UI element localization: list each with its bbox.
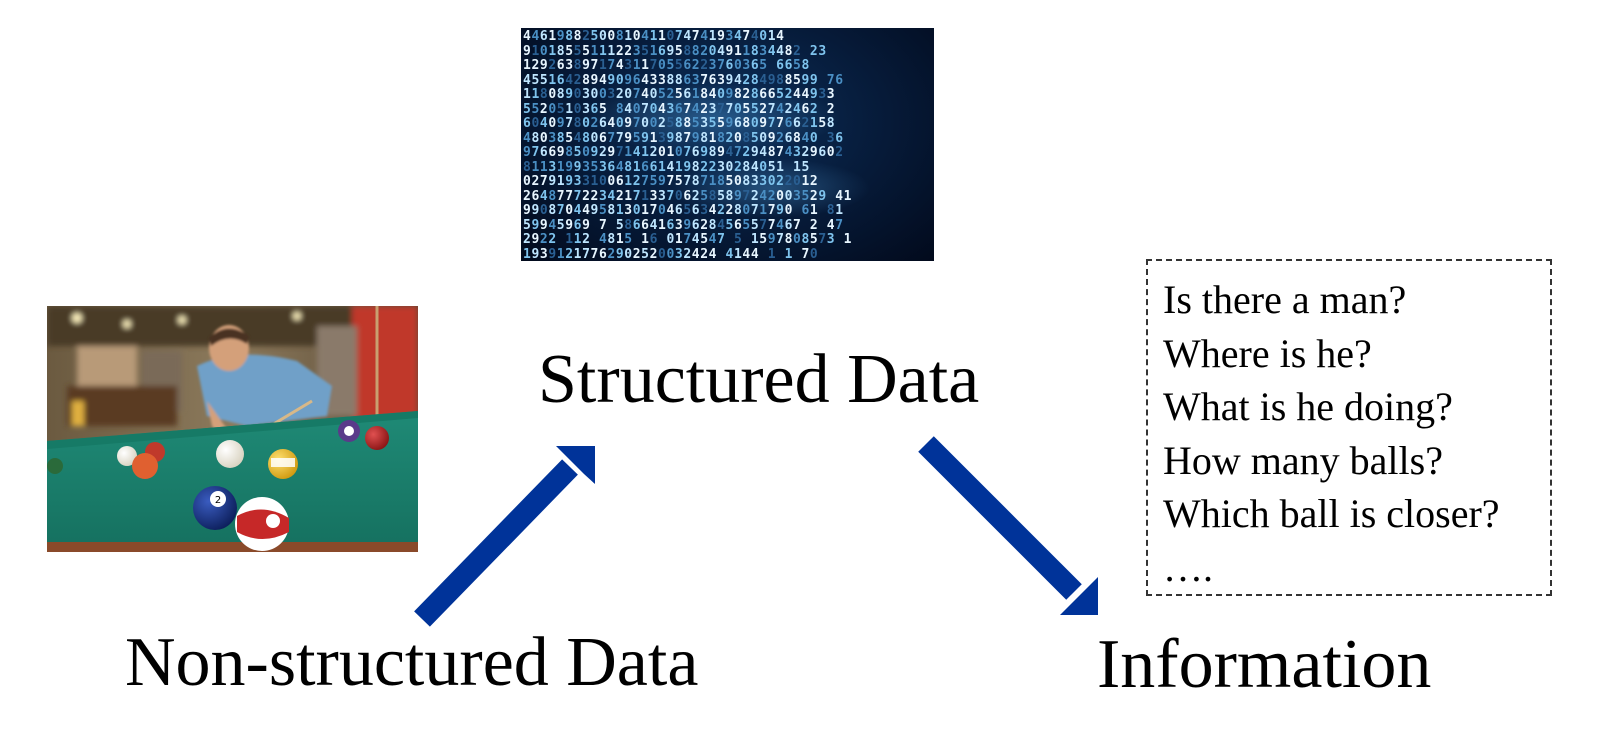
matrix-row: 2922 112 4815 16 0174547 5 1597808573 1 bbox=[523, 232, 853, 247]
matrix-row: 4461988250081041107474193474014 bbox=[523, 29, 785, 44]
nonstructured-data-label: Non-structured Data bbox=[125, 624, 699, 701]
arrow-down-right-icon bbox=[918, 436, 1098, 615]
question-item: Where is he? bbox=[1163, 330, 1372, 376]
matrix-row: 5520510365 840704367423770552742462 2 bbox=[523, 101, 836, 117]
arrow-up-right-icon bbox=[414, 446, 595, 627]
matrix-row: 97669850929714120107698947294874329602 bbox=[523, 145, 844, 160]
pool-player-photo: 2 bbox=[47, 306, 418, 552]
question-item: What is he doing? bbox=[1163, 384, 1453, 429]
matrix-row: 45516428949096433886376394284988599 76 bbox=[523, 72, 844, 88]
matrix-row: 99087044958130170465634228071790 61 81 bbox=[523, 203, 844, 218]
matrix-row: 1180890300320740525618409828665244933 bbox=[523, 87, 836, 102]
questions-box: Is there a man? Where is he? What is he … bbox=[1146, 259, 1552, 596]
matrix-row: 910185551112235169588204911834482 23 bbox=[523, 43, 827, 59]
svg-text:2: 2 bbox=[215, 495, 221, 506]
structured-data-label: Structured Data bbox=[538, 341, 980, 418]
matrix-row: 48038548067795913987981820850926840 36 bbox=[523, 130, 844, 146]
matrix-row: 19391217762902520032424 4144 1 1 70 bbox=[523, 246, 819, 262]
question-item: Which ball is closer? bbox=[1163, 491, 1500, 536]
matrix-row: 12926389717431170556223760365 6658 bbox=[523, 58, 810, 73]
matrix-row: 6040978026409700258853559680977662158 bbox=[523, 116, 836, 131]
matrix-row: 59945969 7 5866416396284565577467 2 47 bbox=[523, 217, 844, 233]
matrix-row: 8113199353648166141982230284051 15 bbox=[523, 159, 810, 175]
matrix-row: 02791933100612759757871850833022012 bbox=[523, 174, 819, 189]
question-item: Is there a man? bbox=[1163, 277, 1407, 322]
matrix-row: 264877722342171337062585897242003529 41 bbox=[523, 188, 853, 204]
information-label: Information bbox=[1097, 626, 1432, 703]
question-item: How many balls? bbox=[1163, 437, 1443, 483]
question-ellipsis: …. bbox=[1163, 544, 1213, 590]
